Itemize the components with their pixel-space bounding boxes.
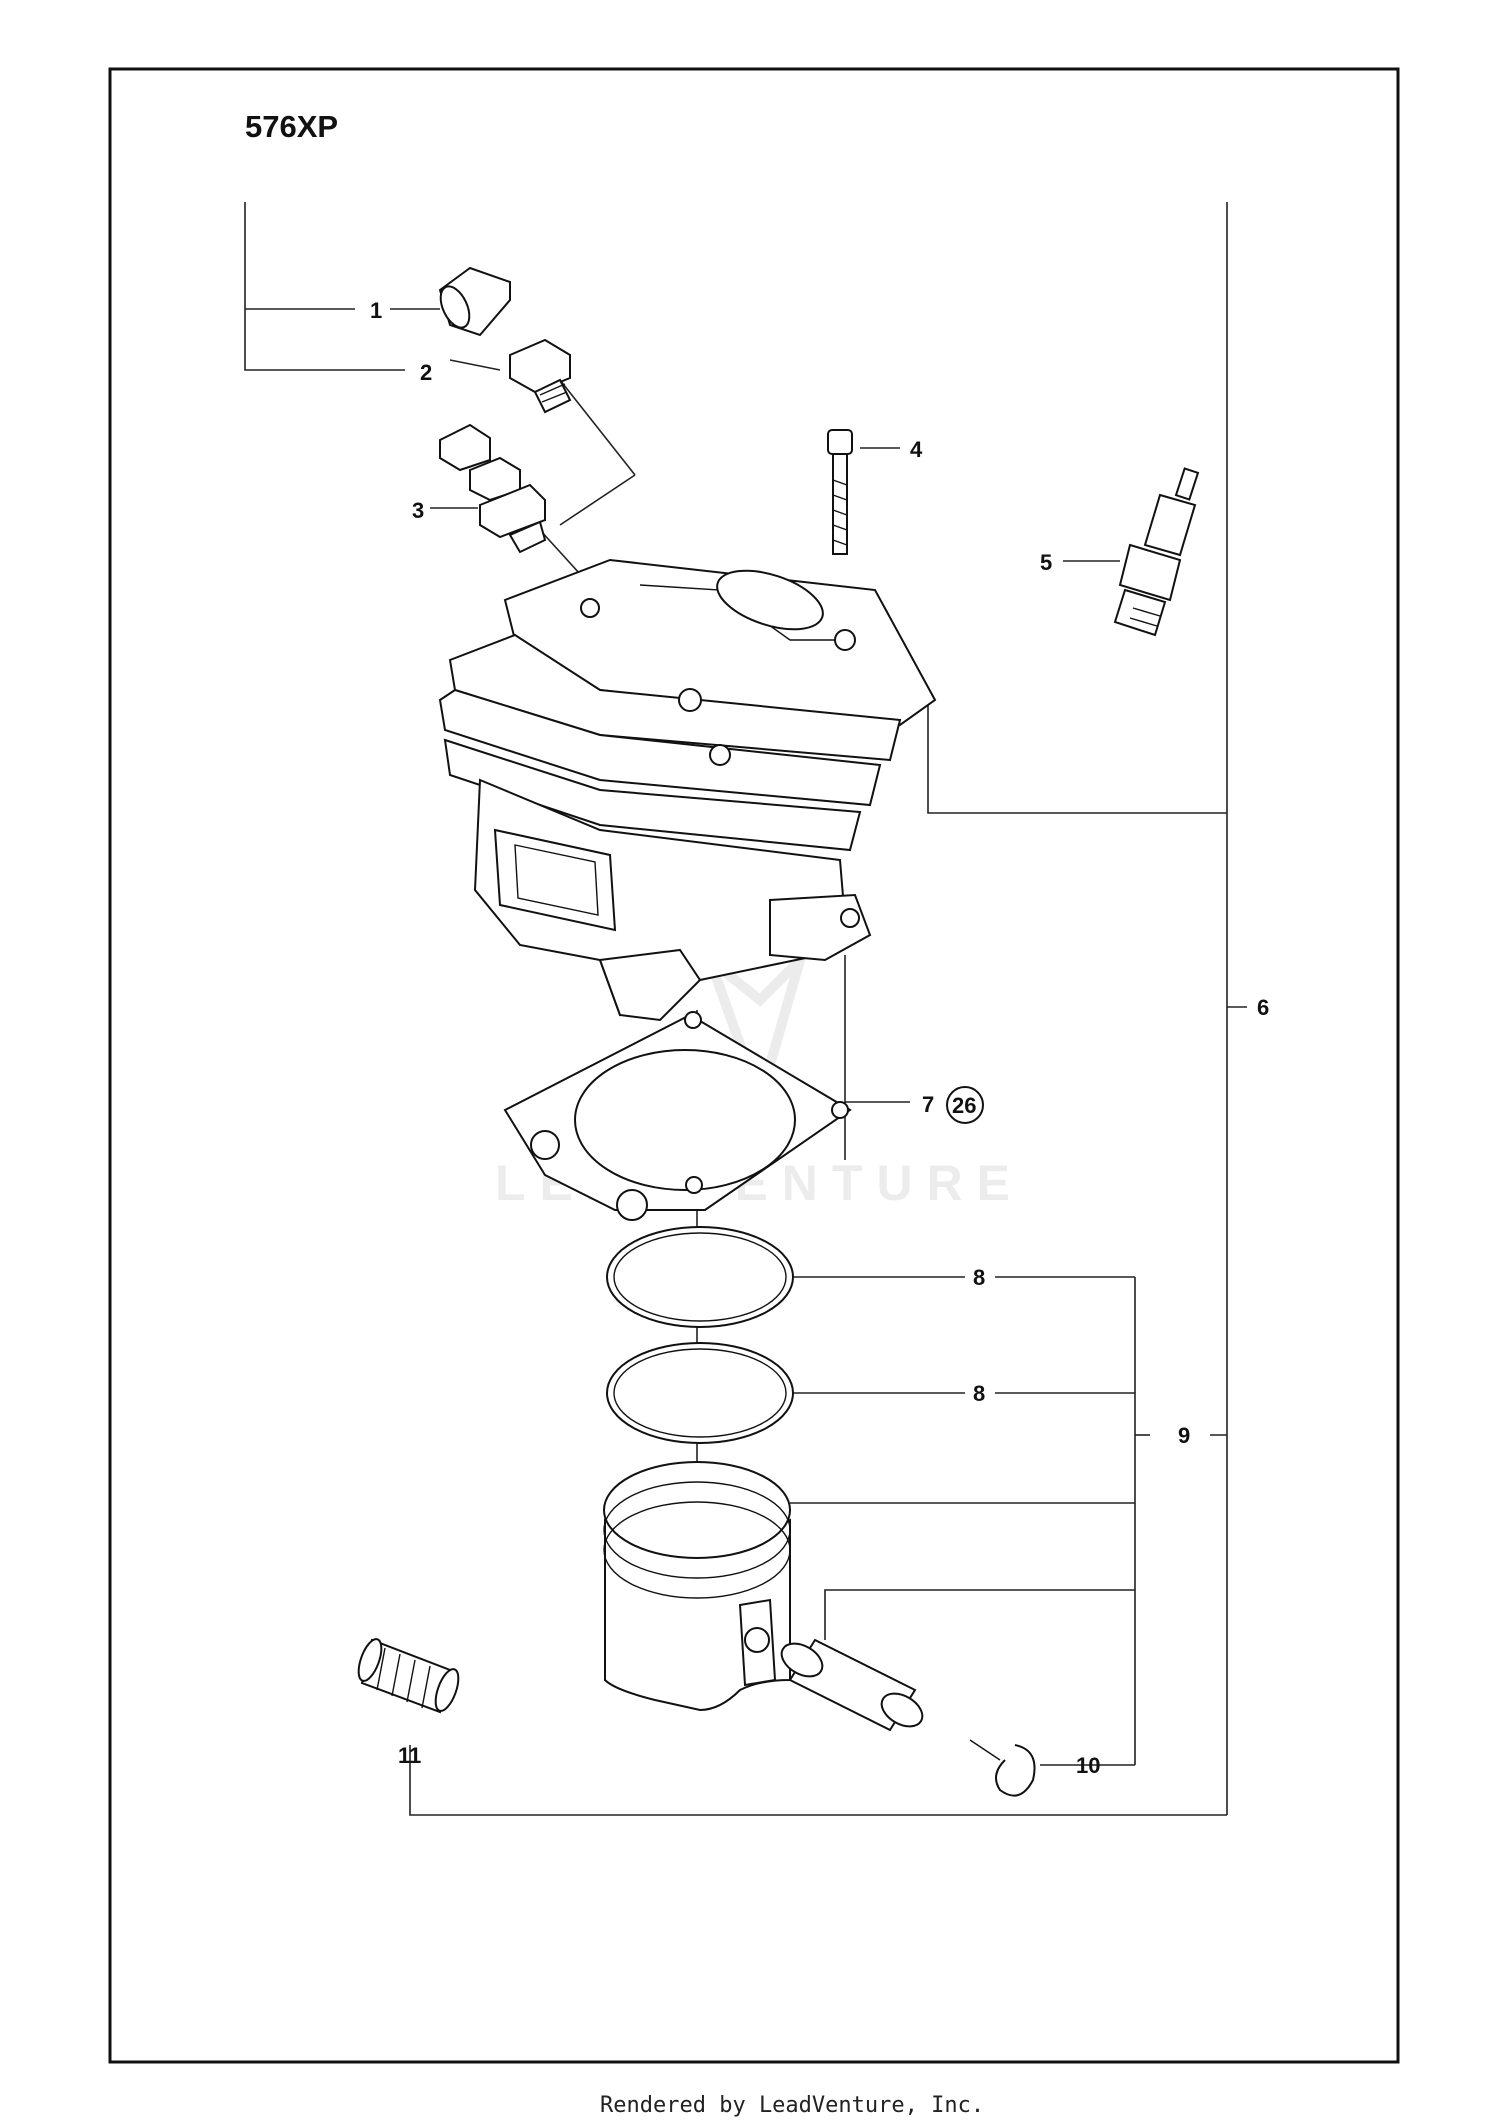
footer-credit: Rendered by LeadVenture, Inc. [600,2093,984,2118]
callout-7-qty: 26 [952,1093,976,1118]
part-5-spark-plug [1113,467,1200,637]
callout-8a: 8 [973,1265,985,1290]
part-8-ring-a [606,1226,794,1328]
callout-4: 4 [910,437,923,462]
part-7-gasket [503,1011,852,1221]
qty-badge [946,1086,984,1124]
part-9-piston [603,1461,791,1712]
part-6-cylinder [438,558,937,1022]
part-4-screw [827,429,853,555]
leader-lines [244,202,1247,1816]
callout-7: 7 [922,1092,934,1117]
callout-6: 6 [1257,995,1269,1020]
model-title: 576XP [245,109,338,144]
callout-2: 2 [420,360,432,385]
callout-3: 3 [412,498,424,523]
diagram-border [108,67,1400,2064]
part-10-circlip [969,1739,1036,1797]
part-8-ring-b [606,1342,794,1444]
piston-pin [780,1638,924,1732]
callouts: 1 2 3 4 5 6 7 26 8 8 9 10 11 [370,298,1269,1778]
part-11-needle-bearing [357,1638,460,1714]
callout-1: 1 [370,298,382,323]
part-1-cap [438,266,511,337]
callout-9: 9 [1178,1423,1190,1448]
part-2-valve [509,338,572,414]
part-3-valve [439,423,547,554]
callout-11: 11 [398,1743,421,1768]
callout-5: 5 [1040,550,1052,575]
callout-10: 10 [1076,1753,1100,1778]
callout-8b: 8 [973,1381,985,1406]
